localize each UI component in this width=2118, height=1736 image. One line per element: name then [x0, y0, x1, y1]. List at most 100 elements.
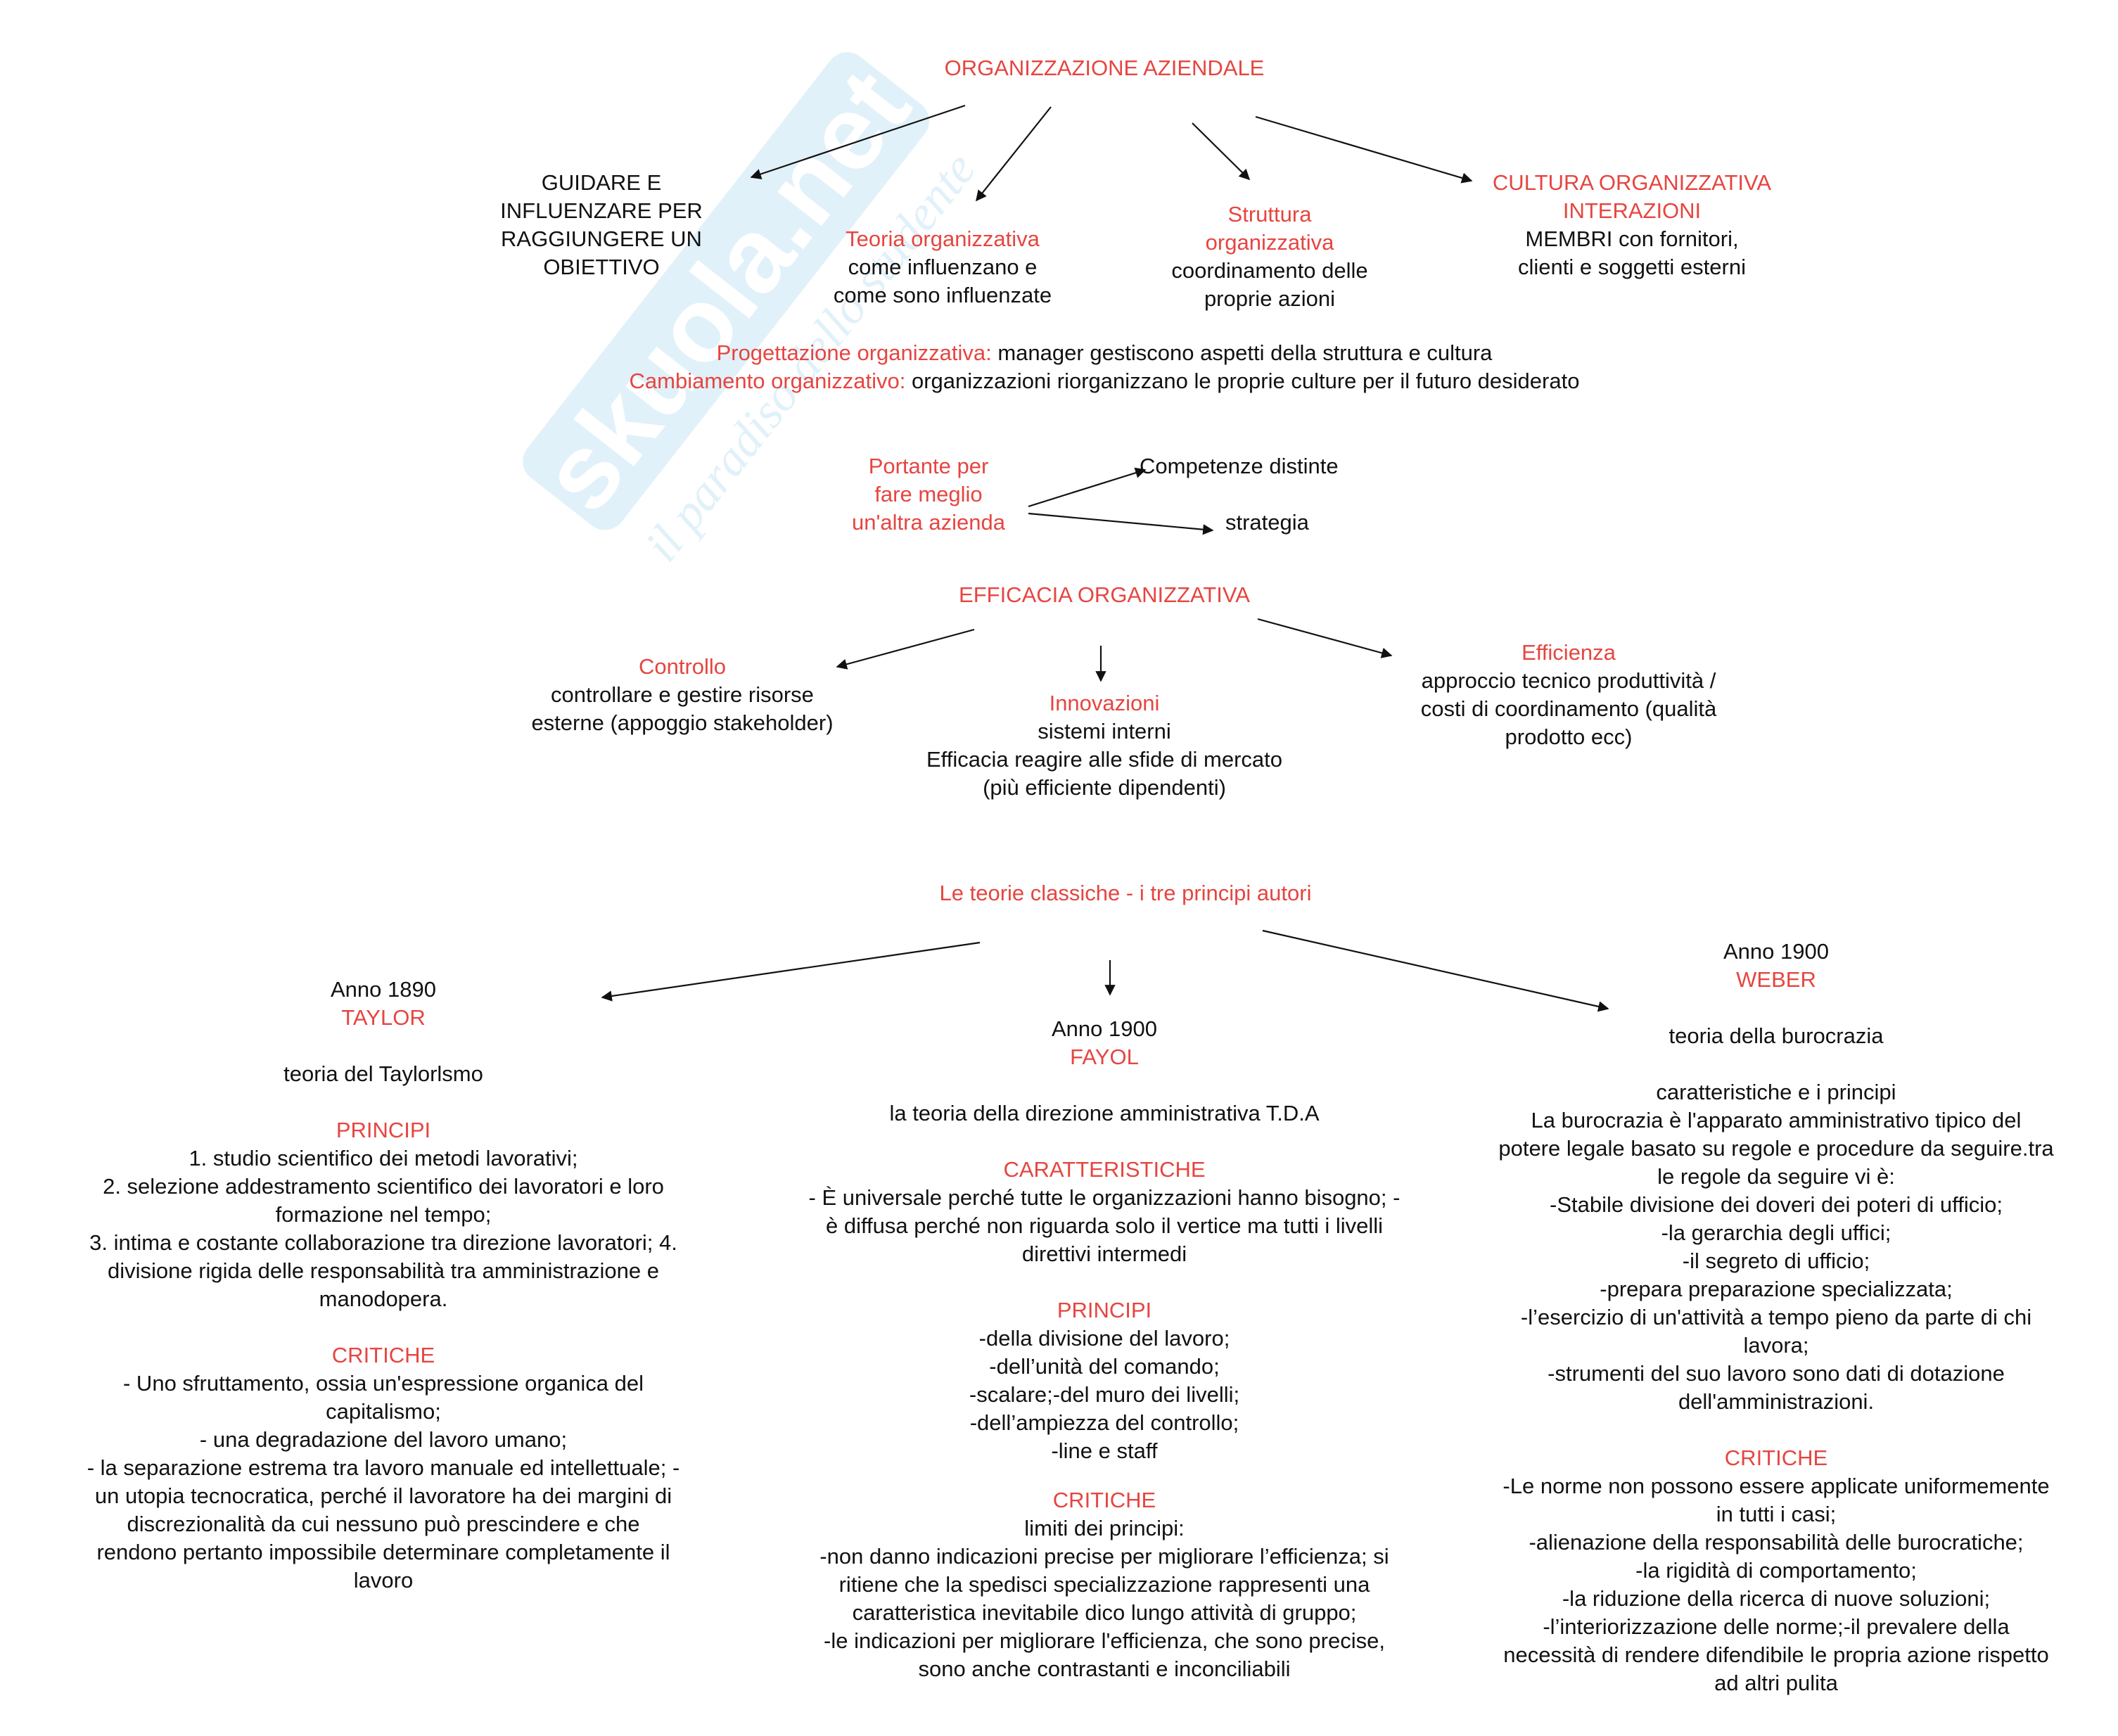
fayol-column: Anno 1900 FAYOL la teoria della direzion…	[760, 1015, 1449, 1683]
cultura-title: CULTURA ORGANIZZATIVA	[1492, 170, 1772, 195]
watermark-banner	[523, 52, 929, 530]
fayol-critiche-line: -non danno indicazioni precise per migli…	[819, 1544, 1389, 1569]
taylor-critiche-line: - la separazione estrema tra lavoro manu…	[87, 1455, 680, 1480]
arrow-to-strategia	[1028, 512, 1214, 535]
struttura-line: coordinamento delle	[1171, 258, 1368, 283]
taylor-principi-line: divisione rigida delle responsabilità tr…	[107, 1258, 659, 1283]
taylor-principi-line: manodopera.	[319, 1287, 448, 1311]
arrow-to-teoria	[976, 106, 1052, 202]
weber-critiche-line: -la riduzione della ricerca di nuove sol…	[1562, 1586, 1991, 1611]
taylor-year: Anno 1890	[331, 977, 436, 1002]
progettazione-label: Progettazione organizzativa:	[716, 340, 992, 365]
competenze-node: Competenze distinte	[1140, 454, 1339, 478]
taylor-critiche-line: - Uno sfruttamento, ossia un'espressione…	[123, 1371, 644, 1396]
fayol-principi-title: PRINCIPI	[1057, 1298, 1152, 1322]
cambiamento-label: Cambiamento organizzativo:	[629, 369, 906, 393]
weber-year: Anno 1900	[1723, 939, 1829, 964]
weber-critiche-line: -alienazione della responsabilità delle …	[1529, 1530, 2024, 1555]
arrow-to-efficienza	[1257, 618, 1393, 658]
fayol-caratteristiche-title: CARATTERISTICHE	[1003, 1157, 1206, 1182]
weber-critiche-title: CRITICHE	[1724, 1445, 1828, 1470]
taylor-name: TAYLOR	[341, 1005, 426, 1030]
weber-intro-line: dell'amministrazioni.	[1678, 1389, 1875, 1414]
fayol-caratteristiche-line: direttivi intermedi	[1021, 1242, 1187, 1266]
taylor-principi-line: 3. intima e costante collaborazione tra …	[89, 1230, 677, 1255]
teoria-title: Teoria organizzativa	[846, 226, 1040, 251]
arrow-to-weber	[1262, 929, 1609, 1012]
taylor-critiche-title: CRITICHE	[331, 1343, 435, 1367]
taylor-critiche-line: discrezionalità da cui nessuno può presc…	[127, 1512, 640, 1536]
fayol-caratteristiche-line: è diffusa perché non riguarda solo il ve…	[825, 1213, 1384, 1238]
controllo-title: Controllo	[638, 654, 727, 679]
weber-critiche-line: ad altri pulita	[1714, 1671, 1838, 1695]
cambiamento-definition: Cambiamento organizzativo: organizzazion…	[436, 367, 1773, 395]
fayol-principi-line: -scalare;-del muro dei livelli;	[969, 1382, 1240, 1407]
portante-node: Portante per fare meglio un'altra aziend…	[852, 454, 1005, 535]
definitions: Progettazione organizzativa: manager ges…	[436, 339, 1773, 395]
fayol-critiche-line: limiti dei principi:	[1024, 1516, 1185, 1540]
arrow-to-taylor	[601, 941, 981, 1002]
strategia-node: strategia	[1225, 510, 1309, 535]
weber-intro-line: La burocrazia è l'apparato amministrativ…	[1531, 1108, 2022, 1132]
weber-intro-line: -la gerarchia degli uffici;	[1661, 1220, 1891, 1245]
arrow-to-guidare	[750, 104, 966, 179]
taylor-critiche-line: un utopia tecnocratica, perché il lavora…	[94, 1483, 672, 1508]
fayol-principi-line: -line e staff	[1051, 1438, 1158, 1463]
guidare-line: GUIDARE E	[541, 170, 662, 195]
fayol-caratteristiche-line: - È universale perché tutte le organizza…	[808, 1185, 1401, 1210]
guidare-line: OBIETTIVO	[543, 255, 660, 279]
taylor-principi-title: PRINCIPI	[336, 1118, 431, 1142]
fayol-year: Anno 1900	[1052, 1016, 1157, 1041]
fayol-name: FAYOL	[1070, 1045, 1139, 1069]
arrow-to-cultura	[1255, 115, 1473, 184]
weber-critiche-line: -Le norme non possono essere applicate u…	[1503, 1474, 2050, 1498]
taylor-principi-line: 1. studio scientifico dei metodi lavorat…	[189, 1146, 578, 1170]
weber-intro-line: -Stabile divisione dei doveri dei poteri…	[1550, 1192, 2003, 1217]
fayol-principi-line: -dell’unità del comando;	[989, 1354, 1220, 1379]
branch-cultura: CULTURA ORGANIZZATIVA INTERAZIONI MEMBRI…	[1435, 169, 1829, 281]
guidare-line: RAGGIUNGERE UN	[501, 226, 702, 251]
weber-intro-line: potere legale basato su regole e procedu…	[1498, 1136, 2054, 1161]
cultura-title: INTERAZIONI	[1562, 198, 1702, 223]
weber-intro-line: lavora;	[1743, 1333, 1809, 1358]
efficienza-node: Efficienza approccio tecnico produttivit…	[1372, 639, 1766, 751]
controllo-node: Controllo controllare e gestire risorse …	[492, 653, 872, 737]
taylor-critiche-line: capitalismo;	[326, 1399, 441, 1424]
arrow-to-competenze	[1028, 467, 1147, 508]
taylor-critiche-line: lavoro	[353, 1568, 414, 1593]
weber-intro-line: -strumenti del suo lavoro sono dati di d…	[1548, 1361, 2005, 1386]
taylor-critiche-line: rendono pertanto impossibile determinare…	[96, 1540, 670, 1564]
innovazioni-title: Innovazioni	[1049, 691, 1160, 715]
fayol-critiche-title: CRITICHE	[1052, 1488, 1156, 1512]
innovazioni-node: Innovazioni sistemi interni Efficacia re…	[879, 689, 1329, 802]
weber-intro-line: le regole da seguire vi è:	[1657, 1164, 1895, 1189]
fayol-critiche-line: ritiene che la spedisci specializzazione…	[838, 1572, 1370, 1597]
arrow-to-controllo	[836, 628, 975, 670]
weber-theory: teoria della burocrazia	[1669, 1023, 1884, 1048]
progettazione-text: manager gestiscono aspetti della struttu…	[991, 340, 1493, 365]
weber-intro-line: caratteristiche e i principi	[1656, 1080, 1896, 1104]
fayol-principi-line: -dell’ampiezza del controllo;	[969, 1410, 1239, 1435]
efficacia-title: EFFICACIA ORGANIZZATIVA	[959, 582, 1250, 607]
weber-column: Anno 1900 WEBER teoria della burocrazia …	[1449, 938, 2103, 1697]
cultura-line: MEMBRI con fornitori,	[1525, 226, 1739, 251]
progettazione-definition: Progettazione organizzativa: manager ges…	[436, 339, 1773, 367]
guidare-line: INFLUENZARE PER	[500, 198, 703, 223]
fayol-critiche-line: -le indicazioni per migliorare l'efficie…	[824, 1628, 1385, 1653]
teoria-line: come sono influenzate	[833, 283, 1052, 307]
classiche-title: Le teorie classiche - i tre principi aut…	[939, 881, 1312, 905]
root-title: ORGANIZZAZIONE AZIENDALE	[944, 56, 1265, 80]
struttura-title: Struttura	[1227, 202, 1312, 226]
taylor-theory: teoria del Taylorlsmo	[283, 1061, 483, 1086]
branch-struttura: Struttura organizzativa coordinamento de…	[1140, 200, 1400, 313]
arrow-to-struttura	[1192, 122, 1251, 181]
weber-critiche-line: necessità di rendere difendibile le prop…	[1503, 1642, 2049, 1667]
taylor-critiche-line: - una degradazione del lavoro umano;	[199, 1427, 568, 1452]
teoria-line: come influenzano e	[848, 255, 1038, 279]
struttura-title: organizzativa	[1205, 230, 1334, 255]
branch-guidare: GUIDARE E INFLUENZARE PER RAGGIUNGERE UN…	[464, 169, 739, 281]
weber-critiche-line: -l’interiorizzazione delle norme;-il pre…	[1543, 1614, 2010, 1639]
cultura-line: clienti e soggetti esterni	[1518, 255, 1746, 279]
efficienza-title: Efficienza	[1521, 640, 1616, 665]
